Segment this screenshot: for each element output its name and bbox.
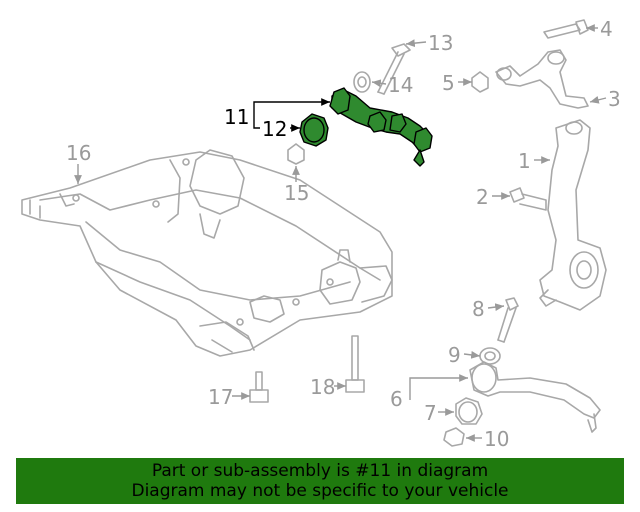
callout-numbers: 13 14 15 4 5 3 1 2 8 9 6 7 10 16 17 18 1… [66, 17, 621, 451]
upper-arm-3 [495, 49, 589, 109]
bushing [299, 113, 329, 147]
subframe [21, 149, 393, 357]
steering-knuckle [539, 119, 607, 311]
callout-7: 7 [424, 401, 437, 425]
bolt-18 [345, 335, 365, 393]
callout-6: 6 [390, 387, 403, 411]
info-banner: Part or sub-assembly is #11 in diagram D… [16, 458, 624, 504]
bolt-2 [509, 187, 547, 211]
callout-17: 17 [208, 385, 233, 409]
nut-15 [287, 143, 305, 165]
callout-14: 14 [388, 73, 413, 97]
callout-1: 1 [518, 149, 531, 173]
bolt-17 [249, 371, 269, 403]
bolt-13 [377, 43, 411, 95]
lower-arm-6 [469, 361, 601, 433]
callout-8: 8 [472, 297, 485, 321]
bushing-7 [455, 397, 483, 425]
callout-9: 9 [448, 343, 461, 367]
nut-10 [443, 427, 465, 447]
leader-lines [74, 24, 607, 442]
upper-control-arm [329, 87, 433, 167]
callout-18: 18 [310, 375, 335, 399]
callout-5: 5 [442, 71, 455, 95]
callout-12[interactable]: 12 [262, 117, 287, 141]
washer-14 [353, 71, 371, 93]
callout-16: 16 [66, 141, 91, 165]
bolt-4 [543, 19, 589, 39]
washer-9 [479, 347, 501, 365]
callout-15: 15 [284, 181, 309, 205]
callout-11[interactable]: 11 [224, 105, 249, 129]
callout-2: 2 [476, 185, 489, 209]
bolt-8 [497, 297, 519, 343]
banner-line-2: Diagram may not be specific to your vehi… [131, 481, 509, 501]
callout-3: 3 [608, 87, 621, 111]
callout-13: 13 [428, 31, 453, 55]
callout-10: 10 [484, 427, 509, 451]
callout-4: 4 [600, 17, 613, 41]
nut-5 [471, 71, 489, 93]
banner-line-1: Part or sub-assembly is #11 in diagram [151, 461, 489, 481]
